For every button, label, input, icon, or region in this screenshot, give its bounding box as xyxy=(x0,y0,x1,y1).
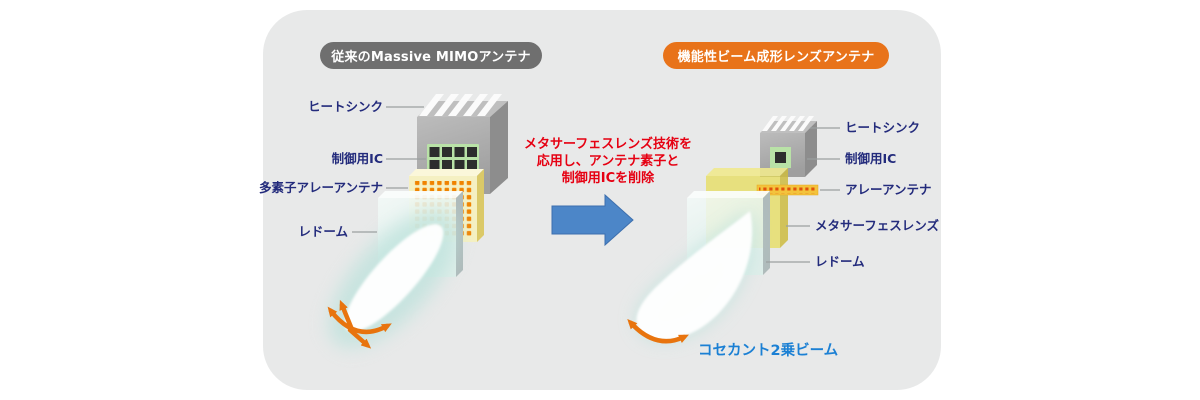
transition-note-line1: メタサーフェスレンズ技術を xyxy=(524,137,692,152)
array-strip-icon xyxy=(756,184,819,196)
label-lines-left xyxy=(352,106,426,233)
cosecant-beam-icon xyxy=(636,211,753,341)
transition-note-line3: 制御用ICを削除 xyxy=(561,171,655,186)
label-lines-right xyxy=(766,127,840,263)
beam-steering-arrows-icon xyxy=(327,299,392,349)
label-radome-left: レドーム xyxy=(298,224,348,239)
label-array-left: 多素子アレーアンテナ xyxy=(258,180,383,195)
lens-antenna-title: 機能性ビーム成形レンズアンテナ xyxy=(663,42,889,69)
label-control-ic-left: 制御用IC xyxy=(331,151,383,166)
heatsink-block-left-icon xyxy=(417,94,508,194)
beam-sweep-arrow-icon xyxy=(627,318,689,344)
label-array-right: アレーアンテナ xyxy=(845,182,932,197)
label-metasurface-lens: メタサーフェスレンズ xyxy=(815,218,940,233)
label-control-ic-right: 制御用IC xyxy=(845,151,897,166)
lens-antenna-graphic xyxy=(627,116,840,344)
conventional-antenna-graphic xyxy=(327,94,508,349)
transition-note-line2: 応用し、アンテナ素子と xyxy=(536,154,680,169)
transition-arrow-icon xyxy=(551,193,634,247)
transition-note: メタサーフェスレンズ技術を 応用し、アンテナ素子と 制御用ICを削除 xyxy=(508,136,708,187)
control-ic-board-left-icon xyxy=(427,144,479,173)
cosecant-beam-caption: コセカント2乗ビーム xyxy=(698,343,839,359)
label-heatsink-right: ヒートシンク xyxy=(845,120,921,135)
label-heatsink-left: ヒートシンク xyxy=(307,99,383,114)
label-radome-right: レドーム xyxy=(815,254,865,269)
control-ic-right-icon xyxy=(770,147,791,168)
conventional-antenna-title: 従来のMassive MIMOアンテナ xyxy=(320,42,542,69)
